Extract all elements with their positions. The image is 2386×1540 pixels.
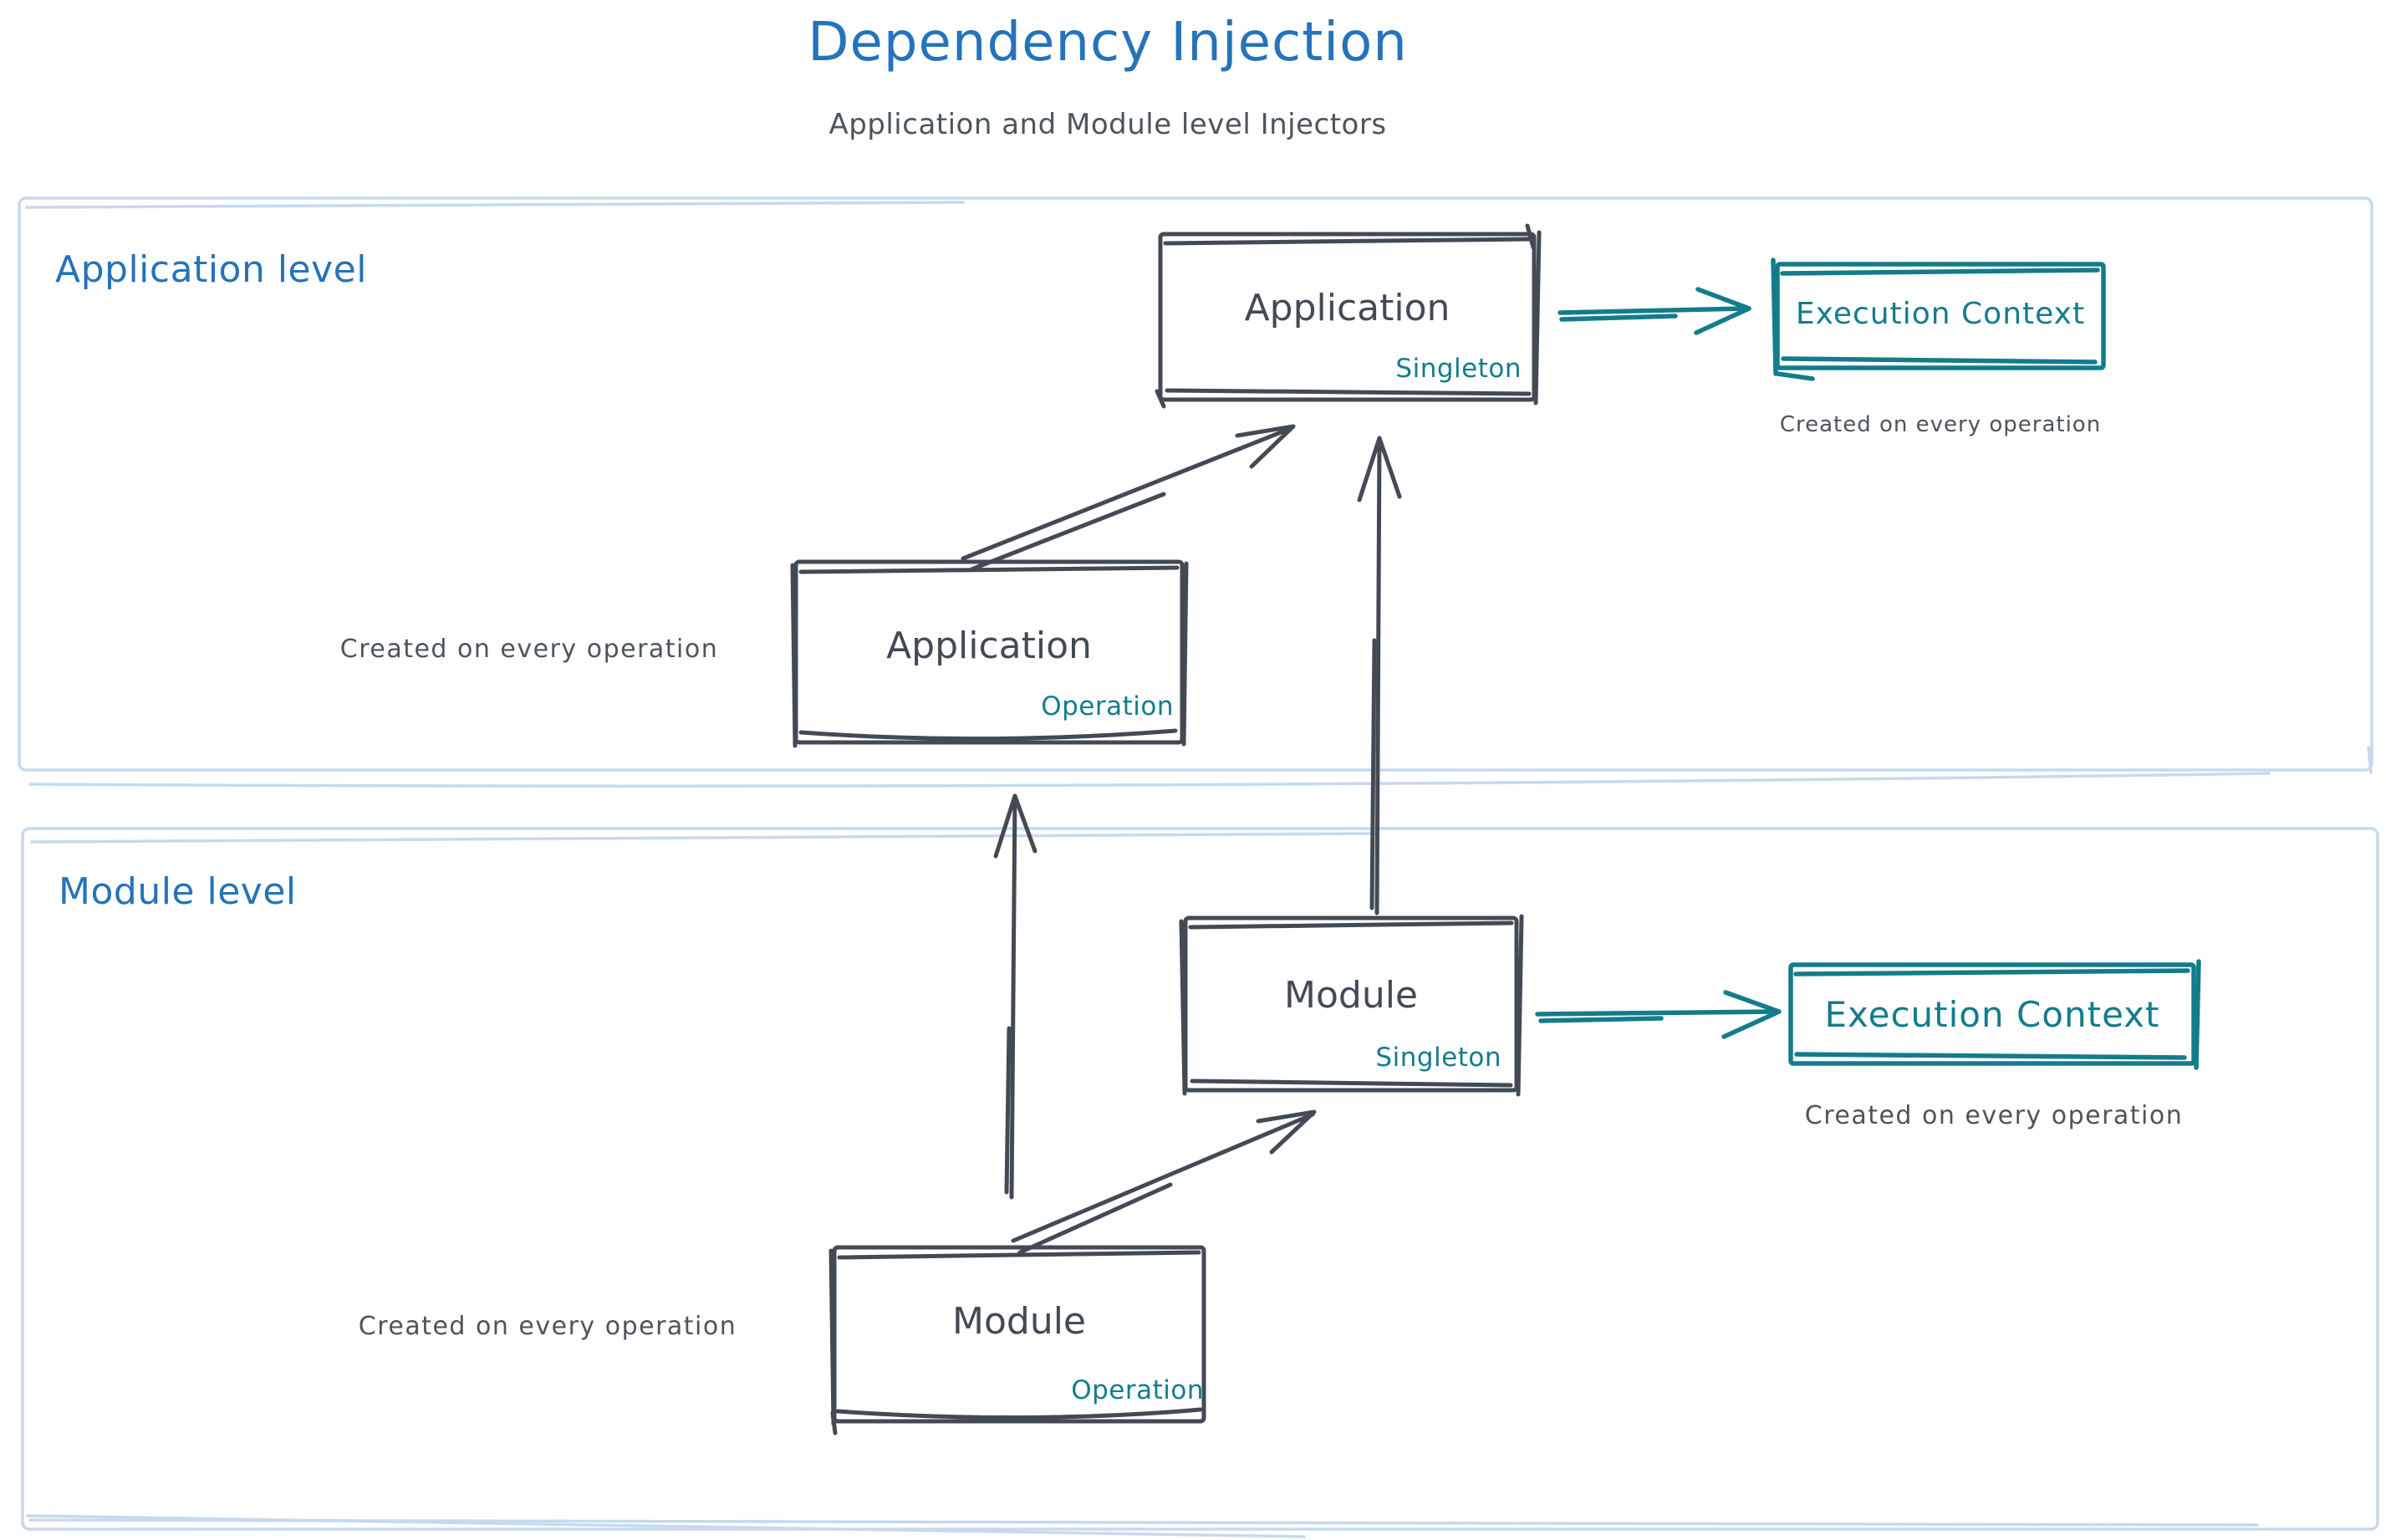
arrow-module-operation-to-app-operation xyxy=(993,793,1038,1200)
module-singleton-scope: Singleton xyxy=(1375,1043,1501,1073)
arrow-app-singleton-to-execution-context xyxy=(1558,287,1751,335)
module-singleton-box xyxy=(1179,914,1524,1097)
module-execution-context-box xyxy=(1788,959,2201,1070)
module-operation-scope: Operation xyxy=(1071,1375,1204,1405)
module-execution-context-label: Execution Context xyxy=(1824,994,2160,1035)
app-execution-context-label: Execution Context xyxy=(1795,297,2086,331)
module-operation-caption: Created on every operation xyxy=(358,1312,737,1341)
module-singleton-name: Module xyxy=(1284,974,1418,1017)
app-execution-context-box xyxy=(1771,258,2106,381)
application-level-container xyxy=(18,196,2373,788)
arrow-module-singleton-to-execution-context xyxy=(1535,990,1782,1039)
app-singleton-scope: Singleton xyxy=(1395,354,1522,384)
module-execution-context-caption: Created on every operation xyxy=(1804,1101,2184,1130)
application-level-label: Application level xyxy=(55,248,367,291)
app-singleton-name: Application xyxy=(1244,287,1450,329)
module-operation-box xyxy=(828,1245,1206,1435)
arrow-module-singleton-to-app-singleton xyxy=(1357,436,1402,915)
arrow-module-operation-to-module-singleton xyxy=(1011,1109,1317,1255)
module-level-container xyxy=(21,827,2379,1538)
arrow-app-operation-to-app-singleton xyxy=(961,424,1296,572)
app-execution-context-caption: Created on every operation xyxy=(1779,412,2102,437)
page-title: Dependency Injection xyxy=(808,12,1408,74)
app-operation-name: Application xyxy=(886,625,1092,667)
app-operation-scope: Operation xyxy=(1041,691,1174,722)
module-level-label: Module level xyxy=(59,870,297,913)
module-operation-name: Module xyxy=(952,1300,1086,1343)
app-operation-caption: Created on every operation xyxy=(339,635,719,664)
page-subtitle: Application and Module level Injectors xyxy=(828,108,1387,141)
app-singleton-box xyxy=(1155,223,1542,409)
